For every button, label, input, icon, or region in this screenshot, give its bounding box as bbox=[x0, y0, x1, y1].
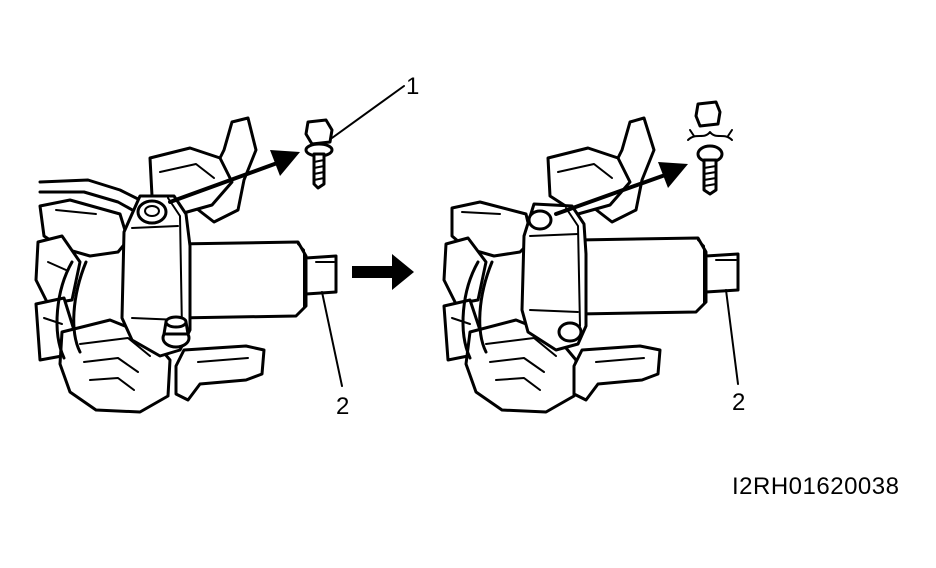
right-removal-arrow bbox=[554, 162, 688, 216]
figure-code: I2RH01620038 bbox=[732, 473, 900, 500]
right-shaft bbox=[576, 236, 740, 316]
left-upper-lever bbox=[148, 116, 258, 224]
callout-2-left-label: 2 bbox=[336, 393, 349, 420]
right-bracket bbox=[520, 202, 588, 352]
right-lower-lever bbox=[572, 344, 662, 402]
callout-2-left: 2 bbox=[321, 291, 349, 420]
left-lower-lever bbox=[174, 344, 266, 402]
callout-2-right: 2 bbox=[725, 289, 745, 416]
sequence-arrow bbox=[352, 254, 414, 290]
right-illustration: 2 bbox=[442, 100, 745, 416]
right-removed-bolts bbox=[687, 100, 733, 196]
left-shaft bbox=[174, 240, 338, 320]
left-lower-bolt bbox=[161, 315, 191, 349]
left-upper-bolt-hole bbox=[136, 199, 168, 225]
left-removal-arrow bbox=[168, 150, 300, 204]
right-lower-bolt-hole bbox=[557, 321, 583, 343]
left-rod bbox=[38, 178, 142, 214]
callout-2-right-label: 2 bbox=[732, 389, 745, 416]
right-upper-bolt-hole bbox=[527, 209, 553, 231]
callout-1-label: 1 bbox=[406, 73, 419, 100]
left-removed-bolt bbox=[304, 118, 334, 190]
left-illustration: 1 2 bbox=[34, 73, 419, 420]
callout-1: 1 bbox=[331, 73, 419, 139]
